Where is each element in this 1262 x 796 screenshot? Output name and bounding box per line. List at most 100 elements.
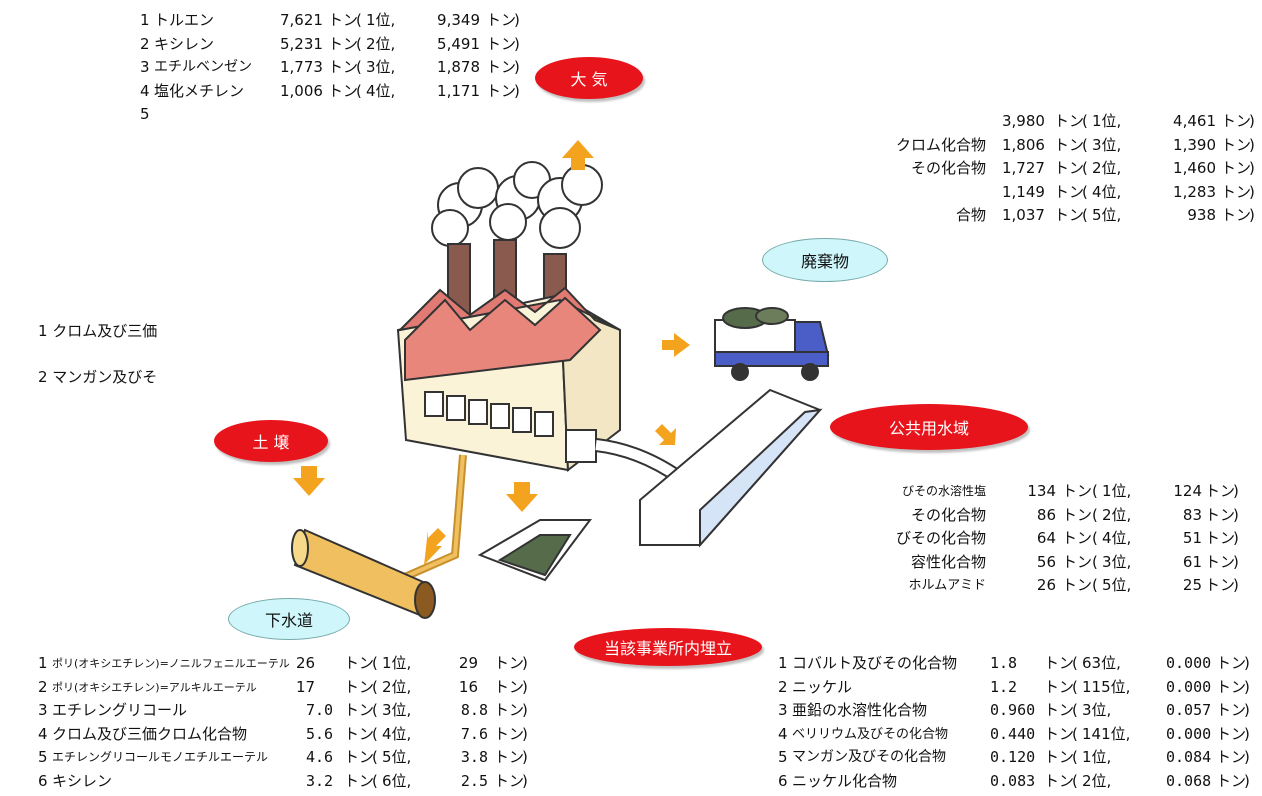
row-name: その化合物 — [910, 505, 986, 524]
row-amount: 26 — [296, 654, 316, 672]
close-paren: ) — [514, 11, 520, 29]
open-paren: ( — [372, 724, 378, 743]
row-rank: 2位, — [366, 34, 396, 53]
open-paren: ( — [1082, 135, 1088, 154]
row-name: エチルベンゼン — [154, 59, 252, 75]
row-rank: 3位, — [382, 701, 412, 719]
air-row: 5 — [140, 103, 540, 127]
row-prev-unit: トン — [1205, 552, 1236, 571]
row-amount: 1,806 — [1002, 135, 1045, 154]
row-amount: 1,149 — [1002, 182, 1045, 201]
label-landfill-text: 当該事業所内埋立 — [603, 639, 732, 658]
row-unit: トン — [1044, 701, 1075, 719]
row-prev-unit: トン — [1216, 748, 1247, 766]
sewer-row: 1 ポリ(オキシエチレン)=ノニルフェニルエーテル 26 トン ( 1位, 29… — [38, 652, 538, 676]
sewer-row: 6 キシレン 3.2 トン ( 6位, 2.5 トン ) — [38, 770, 538, 794]
row-amount: 1,006 — [280, 81, 323, 100]
row-rank: 4位, — [1092, 182, 1122, 201]
close-paren: ) — [1244, 654, 1250, 672]
row-rank: 1位, — [1102, 482, 1132, 500]
waste-row: その化合物 1,727 トン ( 2位, 1,460 トン ) — [884, 157, 1262, 181]
row-prev-unit: トン — [486, 34, 517, 53]
row-no: 1 — [778, 654, 788, 672]
row-name: エチレングリコールモノエチルエーテル — [52, 750, 269, 764]
label-waste: 廃棄物 — [762, 238, 888, 282]
air-list: 1 トルエン 7,621 トン ( 1位, 9,349 トン ) 2 キシレン … — [140, 9, 540, 127]
label-landfill: 当該事業所内埋立 — [574, 628, 762, 666]
row-unit: トン — [1062, 576, 1093, 594]
row-prev: 8.8 — [460, 701, 488, 719]
landfill-row: 2 ニッケル 1.2 トン ( 115位, 0.000 トン ) — [778, 676, 1258, 700]
row-unit: トン — [328, 11, 359, 29]
row-prev-unit: トン — [486, 11, 517, 29]
row-no: 4 — [140, 81, 150, 100]
truck-icon — [714, 307, 830, 381]
row-unit: トン — [1062, 552, 1093, 571]
close-paren: ) — [1244, 701, 1250, 719]
open-paren: ( — [1092, 552, 1098, 571]
air-row: 1 トルエン 7,621 トン ( 1位, 9,349 トン ) — [140, 9, 540, 33]
row-name: マンガン及びその化合物 — [792, 749, 946, 765]
close-paren: ) — [1249, 112, 1255, 130]
close-paren: ) — [1233, 552, 1239, 571]
row-prev-unit: トン — [1216, 701, 1247, 719]
label-sewer-text: 下水道 — [264, 611, 313, 630]
close-paren: ) — [514, 58, 520, 76]
row-name: ニッケル化合物 — [792, 771, 898, 790]
row-no: 5 — [38, 748, 48, 766]
row-rank: 63位, — [1082, 654, 1121, 672]
air-row: 4 塩化メチレン 1,006 トン ( 4位, 1,171 トン ) — [140, 80, 540, 104]
row-no: 4 — [38, 724, 48, 743]
row-name: ベリリウム及びその化合物 — [792, 726, 949, 742]
row-prev: 1,171 — [437, 81, 480, 100]
open-paren: ( — [1082, 206, 1088, 224]
row-prev: 938 — [1187, 206, 1216, 224]
close-paren: ) — [1249, 159, 1255, 177]
label-waste-text: 廃棄物 — [800, 252, 849, 271]
air-row: 3 エチルベンゼン 1,773 トン ( 3位, 1,878 トン ) — [140, 56, 540, 80]
sewer-row: 4 クロム及び三価クロム化合物 5.6 トン ( 4位, 7.6 トン ) — [38, 723, 538, 747]
row-unit: トン — [1062, 505, 1093, 524]
sewer-row: 5 エチレングリコールモノエチルエーテル 4.6 トン ( 5位, 3.8 トン… — [38, 746, 538, 770]
open-paren: ( — [1072, 701, 1078, 719]
row-name: トルエン — [154, 11, 215, 29]
landfill-row: 1 コバルト及びその化合物 1.8 トン ( 63位, 0.000 トン ) — [778, 652, 1258, 676]
open-paren: ( — [372, 748, 378, 766]
row-prev-unit: トン — [1205, 576, 1236, 594]
row-prev-unit: トン — [494, 724, 525, 743]
row-prev: 1,878 — [437, 58, 480, 76]
waste-list-clip: 3,980 トン ( 1位, 4,461 トン ) クロム化合物 1,806 ト… — [884, 110, 1262, 235]
label-soil: 土 壌 — [214, 420, 328, 462]
row-name: ポリ(オキシエチレン)=ノニルフェニルエーテル — [52, 657, 290, 670]
open-paren: ( — [1072, 771, 1078, 790]
row-prev: 0.000 — [1166, 654, 1212, 672]
water-row: びその化合物 64 トン ( 4位, 51 トン ) — [886, 527, 1262, 551]
water-row: びその水溶性塩 134 トン ( 1位, 124 トン ) — [886, 480, 1262, 504]
row-no: 3 — [778, 701, 788, 719]
row-amount: 1,727 — [1002, 159, 1045, 177]
open-paren: ( — [1082, 159, 1088, 177]
row-amount: 3,980 — [1002, 112, 1045, 130]
row-unit: トン — [1054, 112, 1085, 130]
row-name: コバルト及びその化合物 — [792, 654, 958, 672]
row-amount: 7.0 — [306, 701, 334, 719]
row-rank: 115位, — [1082, 677, 1131, 696]
row-no: 4 — [778, 724, 788, 743]
close-paren: ) — [514, 34, 520, 53]
sewer-pipe — [291, 454, 467, 619]
row-amount: 0.440 — [990, 724, 1036, 743]
row-name: クロム及び三価クロム化合物 — [52, 724, 248, 743]
row-prev-unit: トン — [494, 677, 525, 696]
close-paren: ) — [1233, 505, 1239, 524]
row-name: びその化合物 — [895, 529, 986, 547]
row-rank: 4位, — [1102, 529, 1132, 547]
row-prev-unit: トン — [1216, 771, 1247, 790]
row-prev-unit: トン — [1216, 677, 1247, 696]
row-no: 3 — [140, 58, 150, 76]
smoke-clouds — [431, 161, 603, 249]
row-prev-unit: トン — [494, 654, 525, 672]
row-unit: トン — [328, 58, 359, 76]
waste-list: 3,980 トン ( 1位, 4,461 トン ) クロム化合物 1,806 ト… — [884, 110, 1262, 228]
row-unit: トン — [1054, 159, 1085, 177]
row-unit: トン — [328, 34, 359, 53]
